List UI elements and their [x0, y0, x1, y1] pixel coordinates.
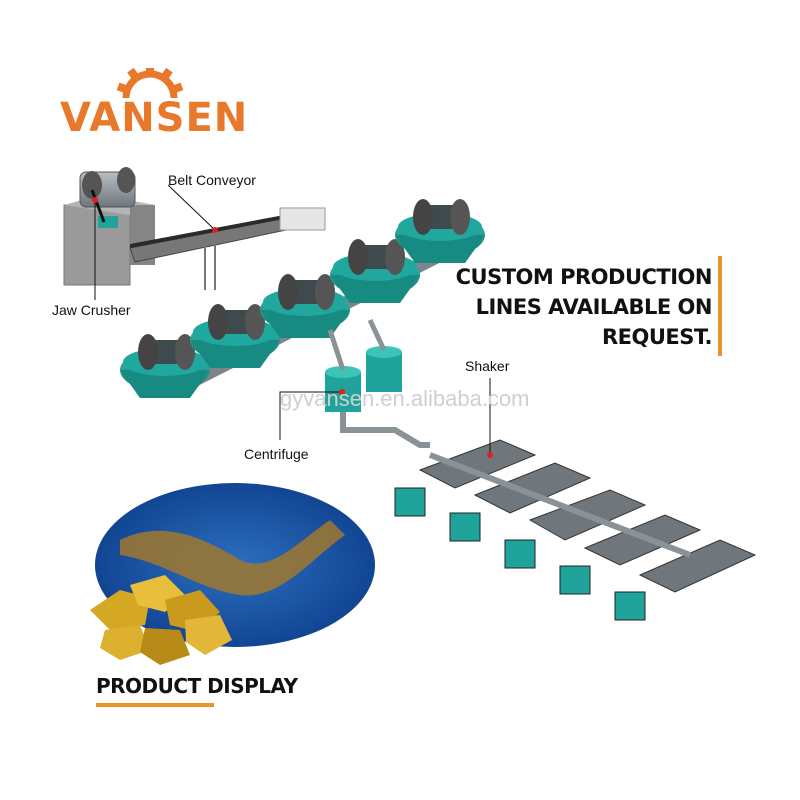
headline-accent-bar — [718, 256, 722, 356]
brand-name: VANSEN — [60, 95, 249, 141]
headline-line-1: CUSTOM PRODUCTION — [455, 265, 713, 289]
pan-mill — [260, 274, 350, 338]
watermark: gyvansen.en.alibaba.com — [280, 386, 530, 411]
label-leaders — [92, 184, 493, 458]
wet-pan-mills — [120, 199, 485, 398]
product-image — [90, 483, 375, 665]
headline-line-2: LINES AVAILABLE ON — [475, 295, 713, 319]
gold-nuggets — [90, 575, 232, 665]
vansen-logo: VANSEN — [60, 68, 250, 141]
belt-conveyor — [129, 207, 326, 290]
product-title-underline — [96, 703, 214, 707]
label-belt-conveyor: Belt Conveyor — [168, 172, 256, 188]
label-centrifuge: Centrifuge — [244, 446, 309, 462]
shaker-tables — [394, 439, 757, 621]
pan-mill — [330, 239, 420, 303]
jaw-crusher — [63, 167, 155, 286]
centrifuges — [325, 318, 430, 448]
gear-icon — [116, 68, 184, 99]
custom-lines-headline: CUSTOM PRODUCTION LINES AVAILABLE ON REQ… — [455, 262, 713, 352]
label-jaw-crusher: Jaw Crusher — [52, 302, 131, 318]
product-display-title: PRODUCT DISPLAY — [96, 674, 298, 698]
label-shaker: Shaker — [465, 358, 510, 374]
pan-mill — [190, 304, 280, 368]
pan-mill — [395, 199, 485, 263]
headline-line-3: REQUEST. — [601, 325, 713, 349]
pan-mill — [120, 334, 210, 398]
